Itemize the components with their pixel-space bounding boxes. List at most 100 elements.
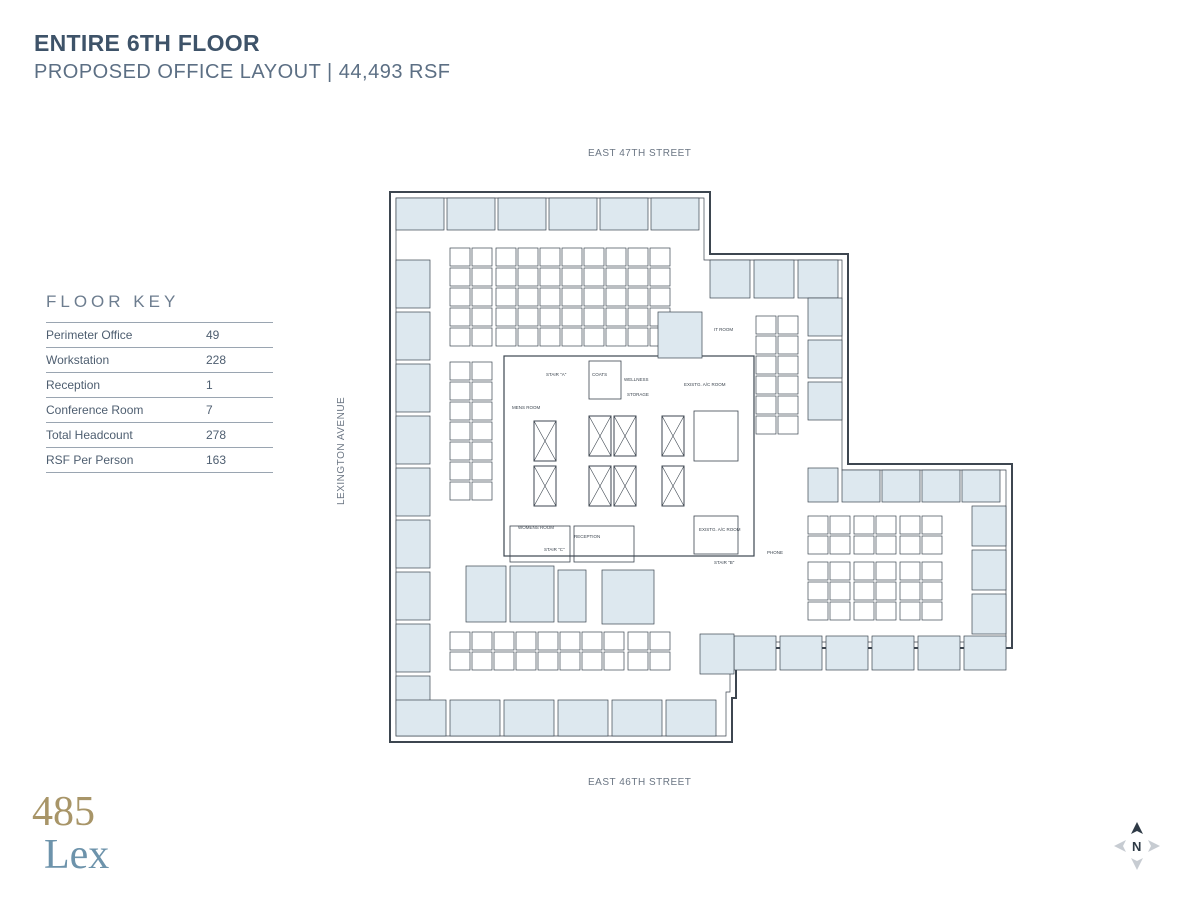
workstation <box>449 381 471 401</box>
workstation <box>875 561 897 581</box>
workstation <box>875 515 897 535</box>
ac-room-south-label: EXISTG. A/C ROOM <box>699 527 741 532</box>
workstation <box>561 287 583 307</box>
perimeter-office <box>921 469 961 503</box>
workstation <box>829 561 851 581</box>
workstation <box>493 631 515 651</box>
workstation <box>561 267 583 287</box>
workstation <box>853 581 875 601</box>
workstation <box>471 651 493 671</box>
workstation <box>583 287 605 307</box>
workstation <box>649 651 671 671</box>
building-core <box>503 355 755 563</box>
conference-room <box>657 311 703 359</box>
workstation <box>583 267 605 287</box>
workstation <box>921 535 943 555</box>
perimeter-office <box>395 519 431 569</box>
stair-a-label: STAIR "A" <box>546 372 567 377</box>
perimeter-office <box>395 623 431 673</box>
workstation <box>899 581 921 601</box>
workstation <box>539 267 561 287</box>
workstation <box>539 307 561 327</box>
workstation <box>605 307 627 327</box>
it-room-label: IT ROOM <box>714 327 733 332</box>
workstation <box>921 561 943 581</box>
workstation <box>515 631 537 651</box>
workstation <box>829 535 851 555</box>
workstation <box>921 581 943 601</box>
workstation <box>559 631 581 651</box>
workstation <box>449 461 471 481</box>
key-row-reception: Reception 1 <box>46 372 273 397</box>
workstation <box>755 415 777 435</box>
workstation <box>899 535 921 555</box>
workstation <box>777 335 799 355</box>
workstation <box>449 287 471 307</box>
workstation <box>471 421 493 441</box>
workstation <box>471 267 493 287</box>
workstation <box>627 651 649 671</box>
perimeter-office <box>971 593 1007 635</box>
perimeter-office <box>753 259 795 299</box>
workstation <box>603 631 625 651</box>
stair-c-label: STAIR "C" <box>544 547 565 552</box>
workstation <box>605 247 627 267</box>
workstation <box>539 327 561 347</box>
conference-room <box>699 633 735 675</box>
perimeter-office <box>807 381 843 421</box>
key-row-rsf-per-person: RSF Per Person 163 <box>46 447 273 473</box>
workstation <box>561 247 583 267</box>
key-row-perimeter-office: Perimeter Office 49 <box>46 322 273 347</box>
workstation <box>807 581 829 601</box>
page-title: ENTIRE 6TH FLOOR <box>34 30 260 56</box>
workstation <box>583 247 605 267</box>
workstation <box>449 421 471 441</box>
key-value: 7 <box>206 403 213 417</box>
workstation <box>921 601 943 621</box>
workstation <box>777 375 799 395</box>
workstation <box>829 581 851 601</box>
workstation <box>493 651 515 671</box>
compass-west-arrow <box>1114 840 1126 852</box>
workstation <box>627 631 649 651</box>
page-subtitle: PROPOSED OFFICE LAYOUT | 44,493 RSF <box>34 61 451 83</box>
workstation <box>449 307 471 327</box>
perimeter-office <box>395 699 447 737</box>
compass-east-arrow <box>1148 840 1160 852</box>
workstation <box>627 267 649 287</box>
workstation <box>471 401 493 421</box>
perimeter-office <box>599 197 649 231</box>
perimeter-office <box>841 469 881 503</box>
key-value: 1 <box>206 378 213 392</box>
workstation <box>649 267 671 287</box>
workstation <box>755 355 777 375</box>
workstation <box>755 375 777 395</box>
womens-room-label: WOMENS ROOM <box>518 525 554 530</box>
perimeter-office <box>650 197 700 231</box>
workstation <box>605 267 627 287</box>
workstation <box>807 535 829 555</box>
perimeter-office <box>733 635 777 671</box>
logo-lex: Lex <box>44 832 109 875</box>
street-label-west: LEXINGTON AVENUE <box>336 396 347 505</box>
workstation <box>495 267 517 287</box>
workstation <box>777 315 799 335</box>
workstation <box>649 247 671 267</box>
conference-room <box>807 467 839 503</box>
workstation <box>471 287 493 307</box>
workstation <box>471 247 493 267</box>
perimeter-office <box>797 259 839 299</box>
ac-room-north-label: EXISTG. A/C ROOM <box>684 382 726 387</box>
perimeter-office <box>395 197 445 231</box>
workstation <box>471 481 493 501</box>
compass-south-arrow <box>1131 858 1143 870</box>
workstation <box>517 247 539 267</box>
workstation <box>561 307 583 327</box>
workstation <box>495 307 517 327</box>
workstation <box>627 307 649 327</box>
conference-room <box>557 569 587 623</box>
perimeter-office <box>548 197 598 231</box>
perimeter-office <box>503 699 555 737</box>
workstation <box>449 247 471 267</box>
coats-label: COATS <box>592 372 607 377</box>
